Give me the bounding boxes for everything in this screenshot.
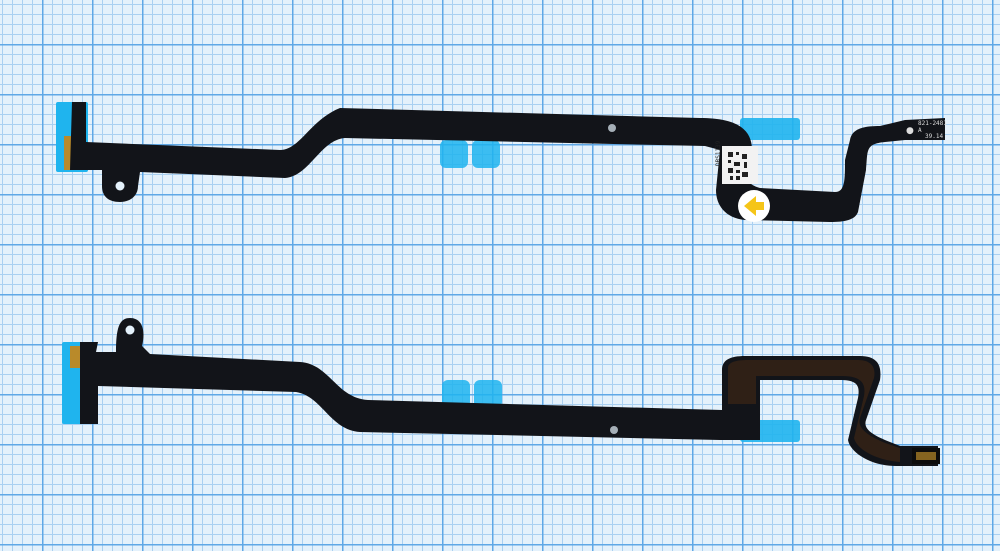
mounting-hole — [610, 426, 618, 434]
lower-flex-cable — [62, 318, 940, 466]
upper-flex-cable: DRS1139 ● 821-2481 A 39.14 — [56, 102, 947, 222]
qr-label-text: DRS1139 — [715, 140, 722, 166]
mounting-hole — [608, 124, 616, 132]
mounting-hole — [125, 325, 135, 335]
revision-text: A — [918, 127, 922, 134]
connector-contacts — [916, 452, 936, 460]
adhesive-pad — [440, 140, 468, 168]
mounting-hole — [115, 181, 125, 191]
adhesive-pad — [472, 140, 500, 168]
adhesive-pad — [740, 118, 800, 140]
qr-code — [728, 152, 748, 180]
adhesive-pad — [442, 380, 470, 408]
shielded-section — [728, 360, 900, 462]
part-number-text: 821-2481 — [918, 120, 947, 127]
cable-body — [80, 318, 938, 466]
code-text: 39.14 — [925, 133, 943, 140]
cable-body — [70, 102, 945, 222]
yellow-arrow-icon — [744, 196, 764, 216]
adhesive-pad — [474, 380, 502, 408]
apple-logo-icon: ● — [906, 126, 914, 136]
